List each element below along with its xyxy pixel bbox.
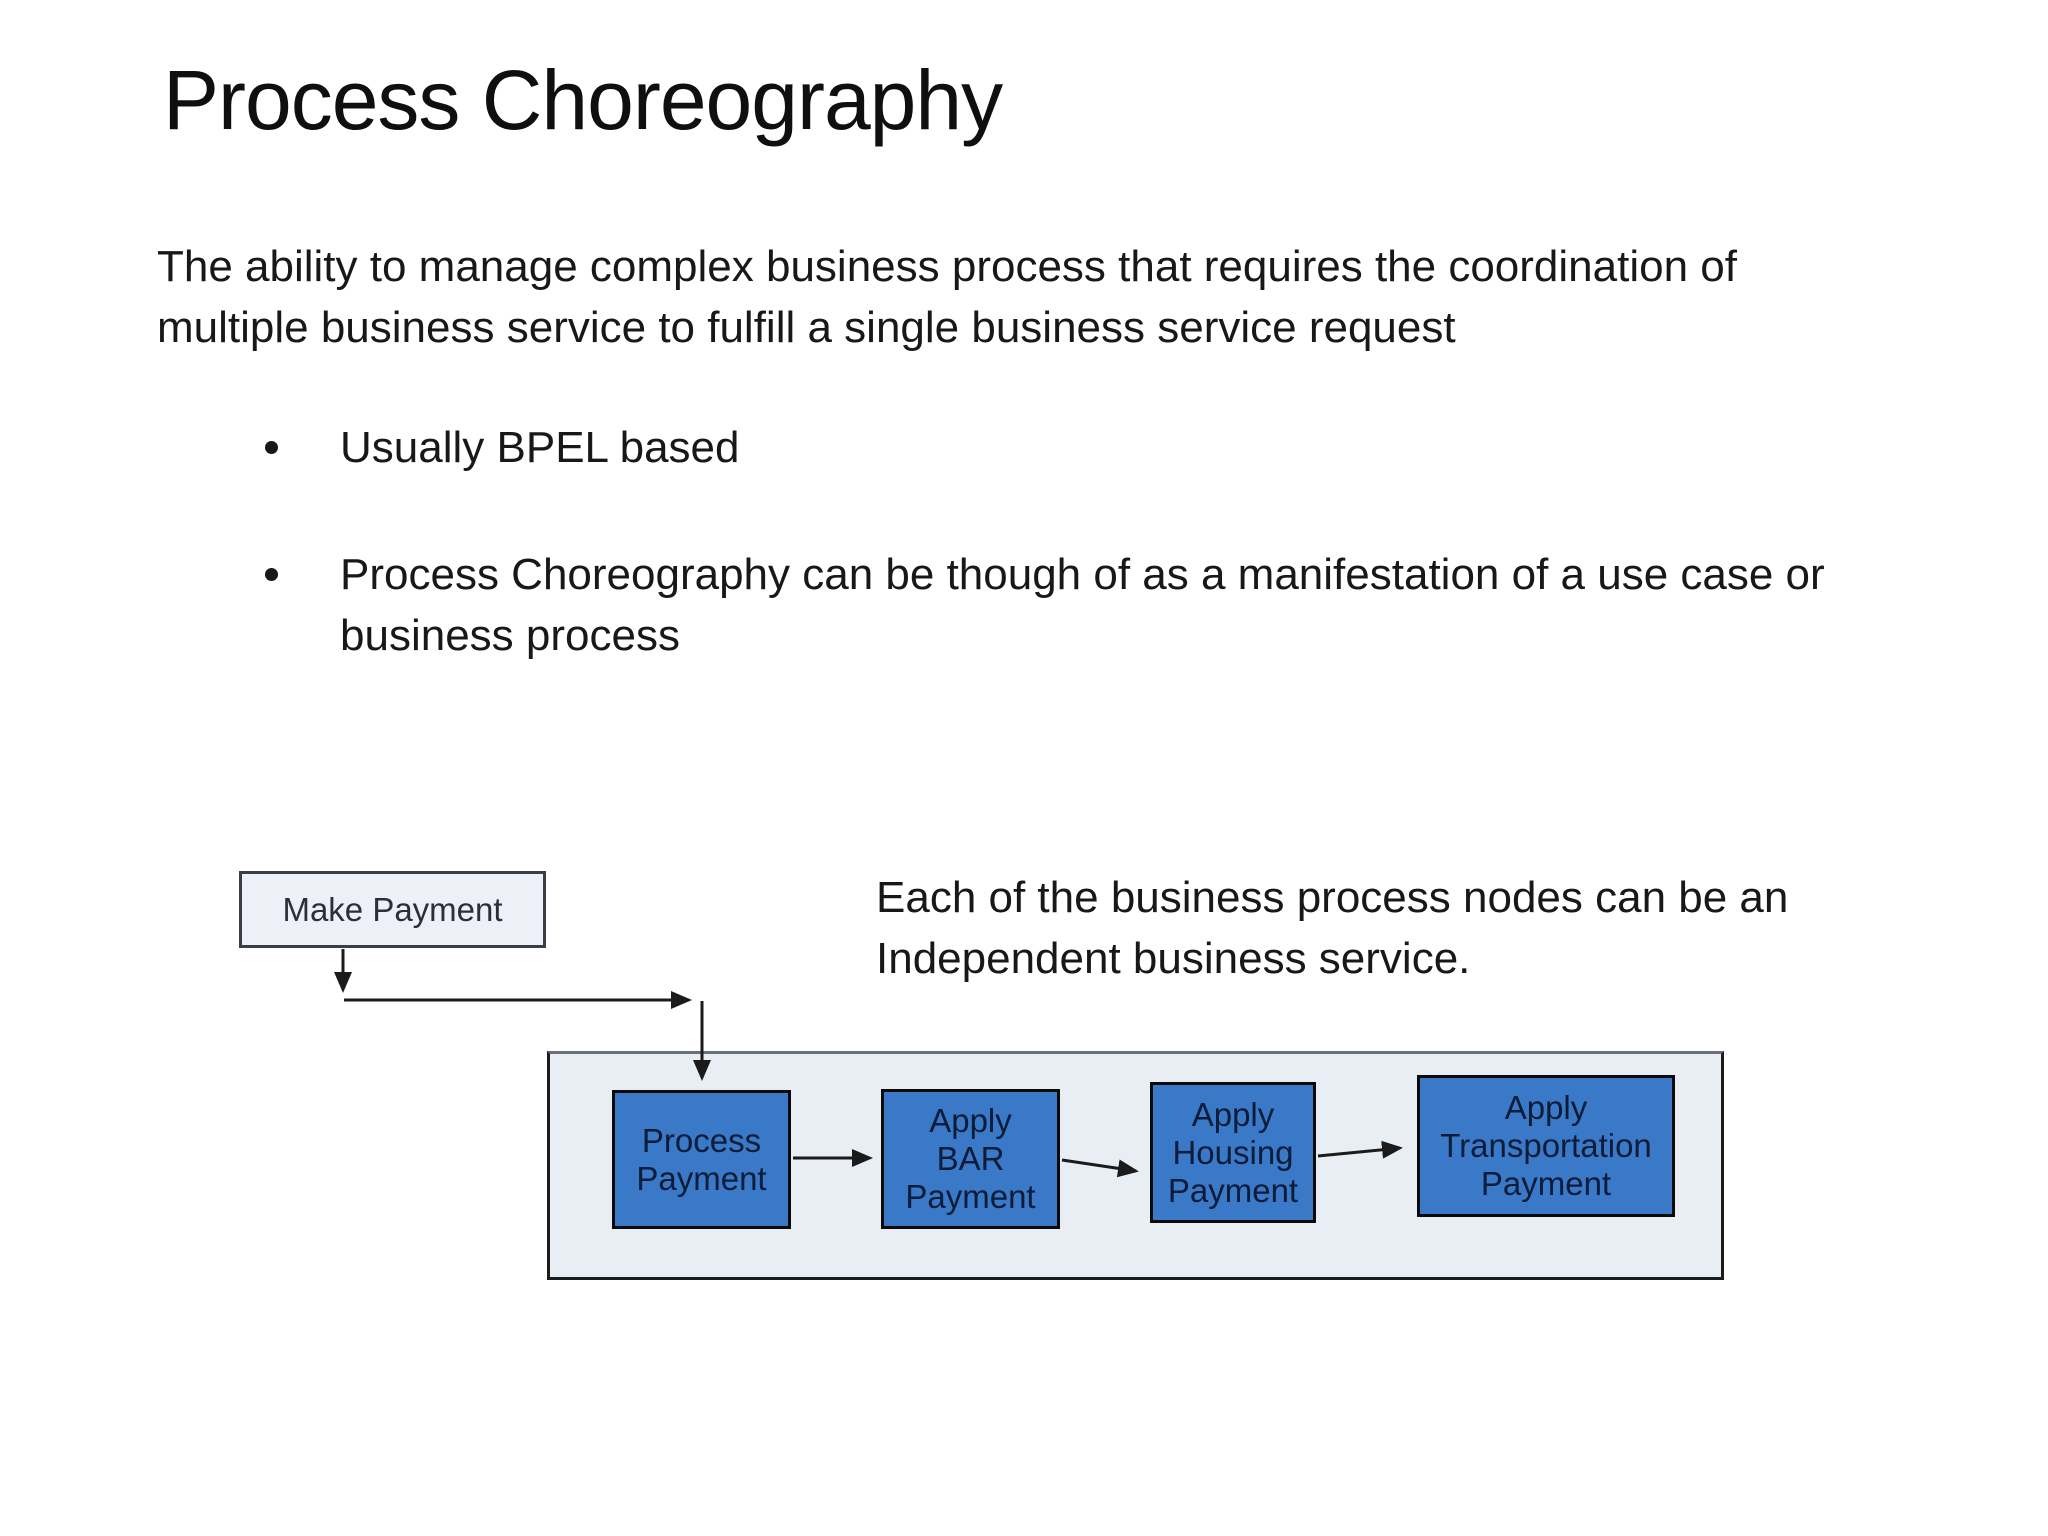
diagram-node-apply-transportation-payment: Apply Transportation Payment	[1417, 1075, 1675, 1217]
node-line: Process	[641, 1121, 762, 1159]
note-line-1: Each of the business process nodes can b…	[876, 873, 1789, 922]
diagram-note: Each of the business process nodes can b…	[876, 867, 1788, 989]
bullet-item-bpel: Usually BPEL based	[265, 417, 739, 478]
node-line: Apply	[1191, 1095, 1275, 1133]
bullet-manifestation-line-2: business process	[340, 611, 680, 660]
node-line: Payment	[905, 1178, 1036, 1215]
bullet-item-manifestation: Process Choreography can be though of as…	[265, 544, 1825, 666]
diagram-node-apply-bar-payment: Apply BAR Payment	[881, 1089, 1060, 1229]
page-title: Process Choreography	[163, 53, 1003, 147]
note-line-2: Independent business service.	[876, 934, 1471, 983]
node-line: Apply	[1504, 1089, 1588, 1126]
diagram-node-process-payment: Process Payment	[612, 1090, 791, 1229]
node-line: Payment	[636, 1159, 767, 1197]
node-line: Apply	[929, 1102, 1012, 1139]
diagram-node-apply-housing-payment: Apply Housing Payment	[1150, 1082, 1316, 1223]
bullet-manifestation-line-1: Process Choreography can be though of as…	[340, 550, 1825, 599]
bullet-text-manifestation: Process Choreography can be though of as…	[340, 544, 1825, 666]
node-line: Payment	[1167, 1171, 1299, 1209]
bullet-bpel-line-1: Usually BPEL based	[340, 423, 740, 472]
bullet-dot-icon	[265, 441, 278, 454]
node-line: Payment	[1480, 1165, 1612, 1202]
node-line: BAR	[936, 1140, 1005, 1177]
diagram-node-make-payment: Make Payment	[239, 871, 546, 948]
node-line: Transportation	[1440, 1127, 1652, 1164]
node-line: Housing	[1172, 1133, 1294, 1171]
intro-paragraph: The ability to manage complex business p…	[157, 236, 1737, 358]
intro-line-1: The ability to manage complex business p…	[157, 242, 1737, 291]
bullet-dot-icon	[265, 568, 278, 581]
bullet-text-bpel: Usually BPEL based	[340, 417, 739, 478]
intro-line-2: multiple business service to fulfill a s…	[157, 303, 1456, 352]
make-payment-label: Make Payment	[282, 890, 503, 928]
